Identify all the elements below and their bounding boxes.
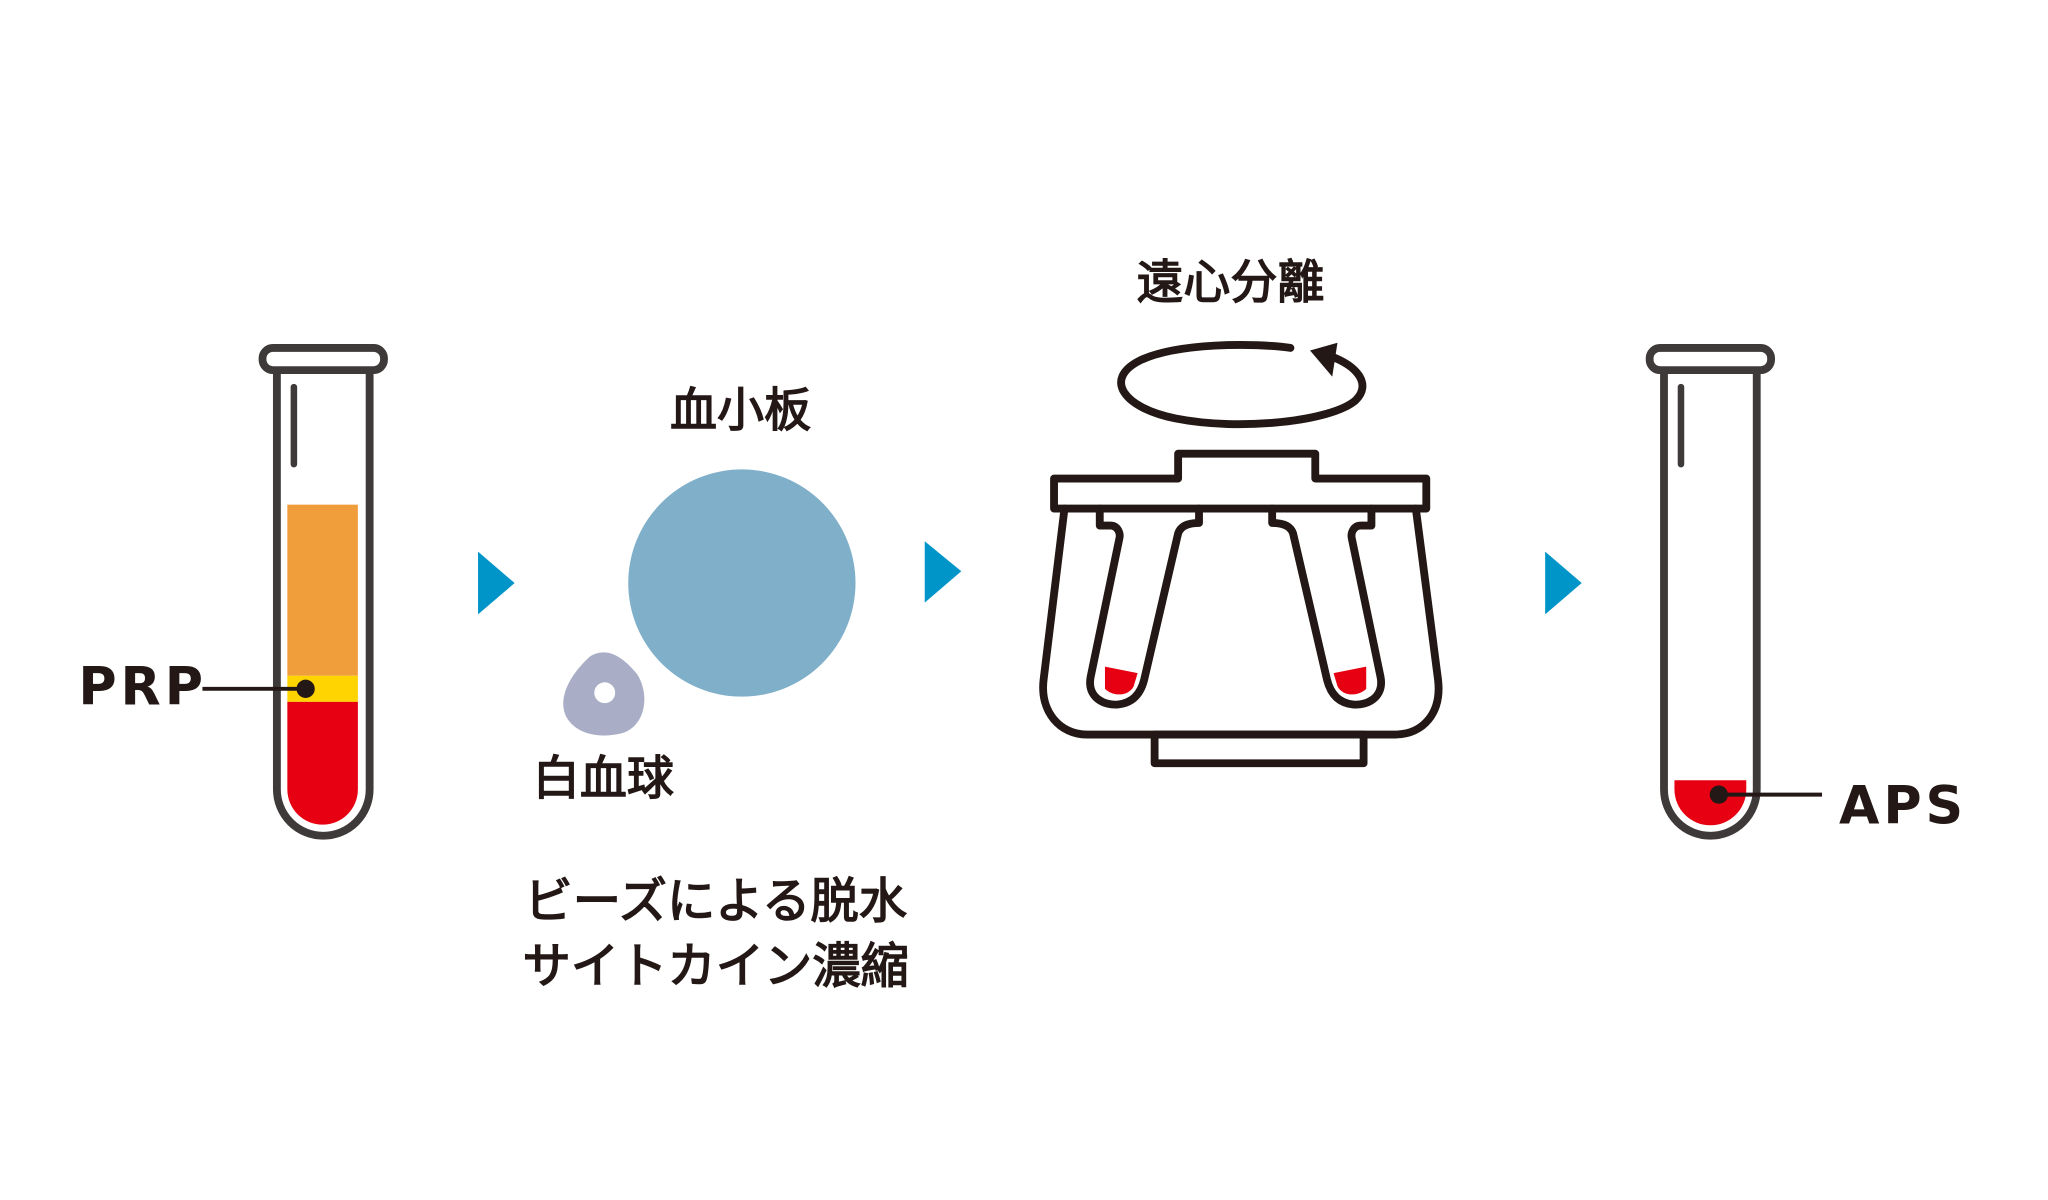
aps-layer [1674,780,1747,826]
white-blood-cell-label: 白血球 [533,752,675,807]
prp-tube-cap [258,344,388,375]
step-description-line2: サイトカイン濃縮 [523,939,910,995]
aps-tube-body [1660,370,1761,840]
bead-step: 血小板 白血球 ビーズによる脱水 サイトカイン濃縮 [523,383,910,994]
aps-pointer-dot [1709,785,1728,804]
step-description-line1: ビーズによる脱水 [524,873,907,929]
prp-test-tube: PRP [78,344,388,840]
platelet-label: 血小板 [670,383,811,438]
aps-label: APS [1839,776,1967,836]
white-blood-cell-nucleus [594,682,616,704]
rotation-arrow-icon [1117,341,1367,429]
centrifuge-tube-left [1086,504,1203,709]
prp-layer-plasma [287,504,358,676]
prp-pointer-dot [296,679,315,698]
centrifuge: 遠心分離 [1039,255,1443,768]
centrifuge-tube-right [1268,504,1385,709]
step-arrow-icon-2 [924,541,962,603]
step-arrow-icon-1 [478,551,515,615]
centrifuge-base [1150,730,1368,768]
centrifuge-label: 遠心分離 [1136,255,1324,310]
platelet-circle [628,469,856,697]
right-tube-sediment [1333,666,1367,695]
aps-test-tube: APS [1645,344,1967,840]
prp-label: PRP [78,657,207,717]
prp-layer-red-cells [287,701,358,825]
step-arrow-icon-3 [1545,551,1582,615]
aps-tube-cap [1645,344,1776,375]
rotation-arrowhead-icon [1310,342,1338,377]
left-tube-sediment [1104,666,1138,695]
centrifuge-lid [1050,449,1431,513]
